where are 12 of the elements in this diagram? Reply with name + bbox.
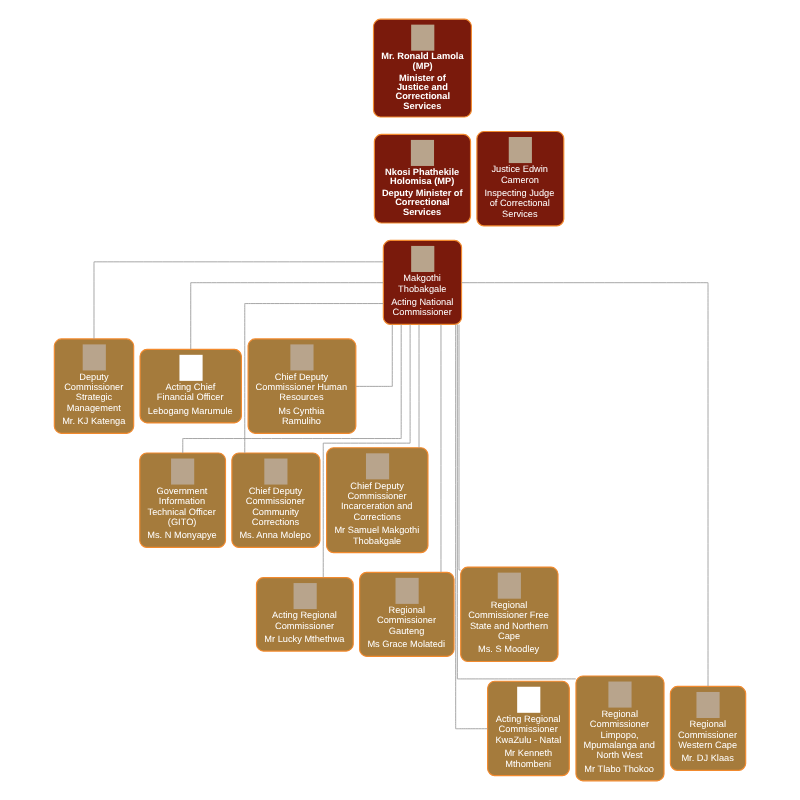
connector [182,324,402,454]
connector [244,303,384,454]
connector [458,324,461,571]
connector [93,261,384,340]
connector [461,282,709,687]
connector [355,324,393,387]
connector [418,324,420,449]
connector [440,324,442,573]
connector [455,324,489,730]
connector [322,324,411,578]
connector [190,282,384,350]
connector [456,324,577,680]
